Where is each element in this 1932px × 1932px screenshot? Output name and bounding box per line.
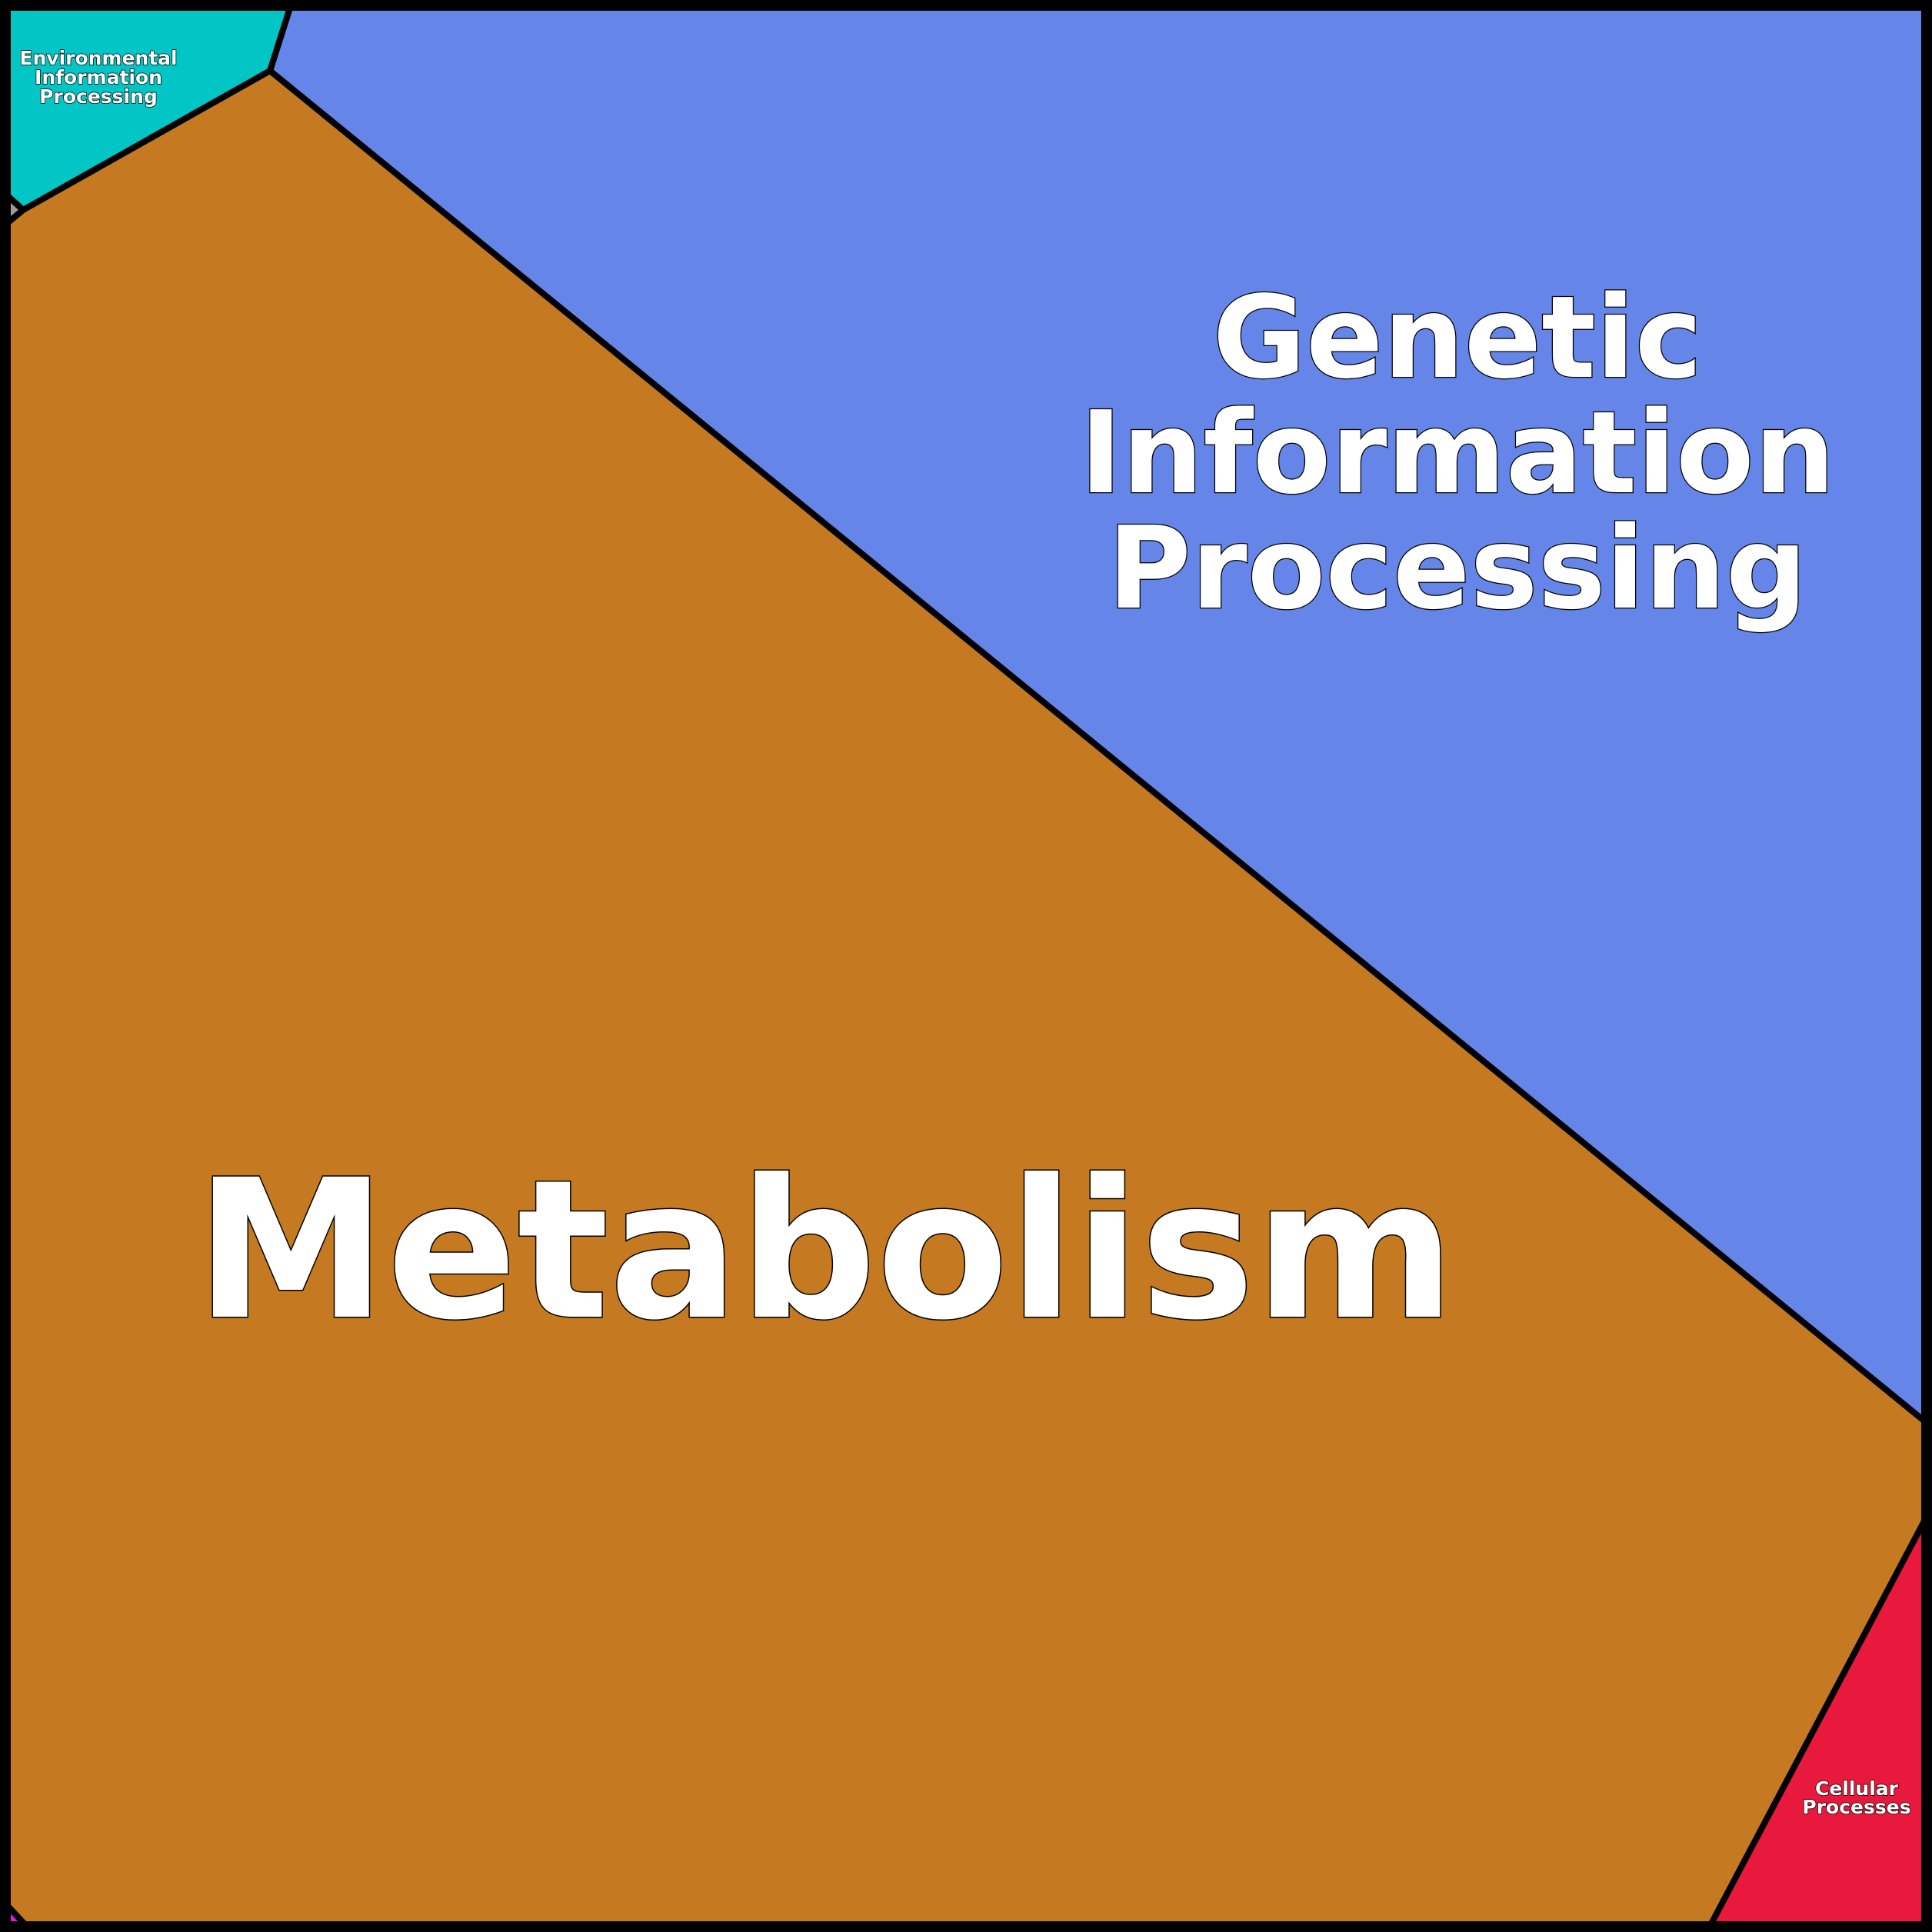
cell-label-line: Processing [1108, 502, 1807, 635]
cell-label-line: Metabolism [195, 1138, 1455, 1362]
cell-label-metabolism: Metabolism [195, 1138, 1455, 1362]
cell-label-line: Information [1080, 387, 1835, 519]
cell-label-line: Cellular [1815, 1777, 1899, 1800]
cell-label-line: Information [35, 66, 162, 88]
cell-label-line: Processing [39, 85, 158, 108]
cell-label-line: Genetic [1213, 271, 1703, 404]
cell-label-line: Processes [1802, 1796, 1910, 1818]
cell-label-line: Environmental [19, 47, 177, 69]
